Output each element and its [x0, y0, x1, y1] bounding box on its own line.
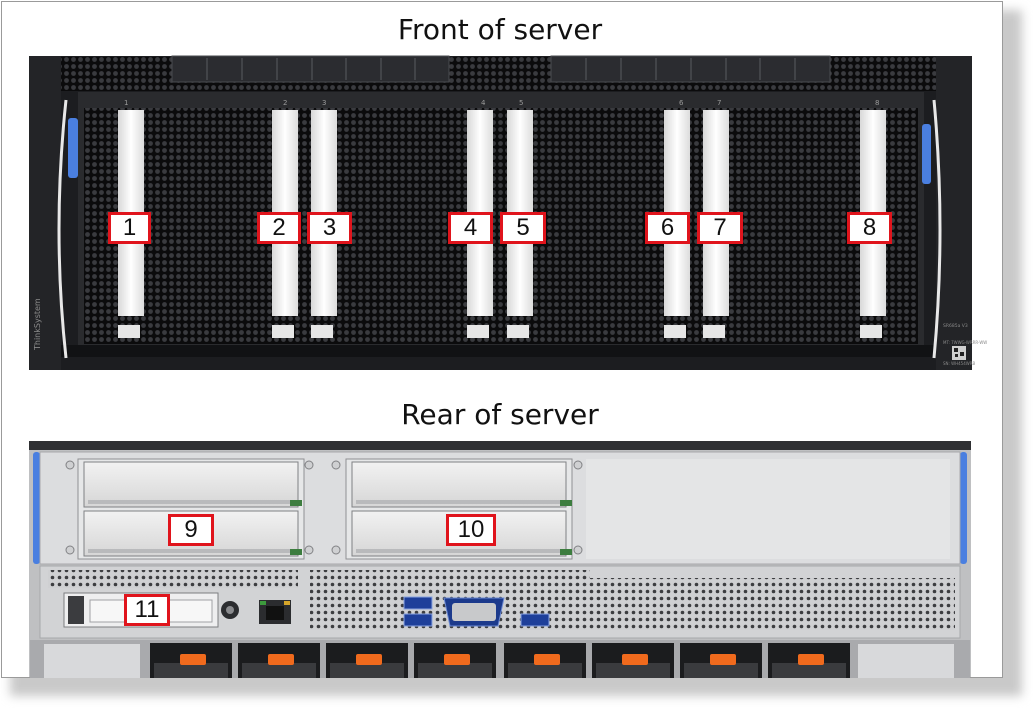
rear-chassis	[29, 441, 971, 678]
gpu-bay-release-tab	[664, 325, 686, 338]
callout-10: 10	[446, 514, 496, 546]
callout-7: 7	[697, 212, 743, 244]
fan-grill	[242, 663, 316, 678]
front-title: Front of server	[397, 13, 603, 46]
fan-latch[interactable]	[180, 654, 206, 665]
fan-grill	[330, 663, 404, 678]
sn-label: SN: WH454WRB	[943, 361, 975, 366]
callout-8: 8	[847, 212, 892, 244]
fan-latch[interactable]	[444, 654, 470, 665]
bay-number-label: 4	[481, 99, 486, 107]
fan-grill	[684, 663, 758, 678]
model-label: SR685a V3	[943, 323, 968, 329]
bay-number-label: 3	[322, 99, 326, 107]
callout-4: 4	[448, 212, 493, 244]
gpu-bay-release-tab	[118, 325, 140, 338]
gpu-bay-release-tab	[860, 325, 882, 338]
bay-number-label: 6	[679, 99, 684, 107]
fan-grill	[154, 663, 228, 678]
fan-latch[interactable]	[622, 654, 648, 665]
bay-number-label: 7	[717, 99, 721, 107]
gpu-bay-release-tab	[311, 325, 333, 338]
fan-latch[interactable]	[534, 654, 560, 665]
bay-number-label: 8	[875, 99, 879, 107]
callout-11: 11	[124, 594, 170, 626]
gpu-bay-release-tab	[507, 325, 529, 338]
fan-latch[interactable]	[798, 654, 824, 665]
gpu-bay-release-tab	[703, 325, 725, 338]
fan-grill	[418, 663, 492, 678]
fan-latch[interactable]	[710, 654, 736, 665]
gpu-bay-release-tab	[467, 325, 489, 338]
gpu-bay-release-tab	[272, 325, 294, 338]
brand-label: ThinkSystem	[33, 298, 42, 351]
fan-grill	[508, 663, 582, 678]
bay-number-label: 1	[124, 99, 128, 107]
callout-2: 2	[257, 212, 301, 244]
fan-latch[interactable]	[356, 654, 382, 665]
mt-label: MT: 7WWG-WRRR-WW	[943, 340, 987, 345]
bay-number-label: 5	[519, 99, 523, 107]
fan-grill	[596, 663, 670, 678]
fan-grill	[772, 663, 846, 678]
callout-3: 3	[307, 212, 352, 244]
callout-6: 6	[645, 212, 690, 244]
bay-number-label: 2	[283, 99, 287, 107]
callout-5: 5	[500, 212, 546, 244]
callout-1: 1	[108, 212, 151, 244]
fan-units	[150, 643, 850, 678]
fan-latch[interactable]	[268, 654, 294, 665]
rear-title: Rear of server	[401, 398, 599, 431]
callout-9: 9	[168, 514, 214, 546]
